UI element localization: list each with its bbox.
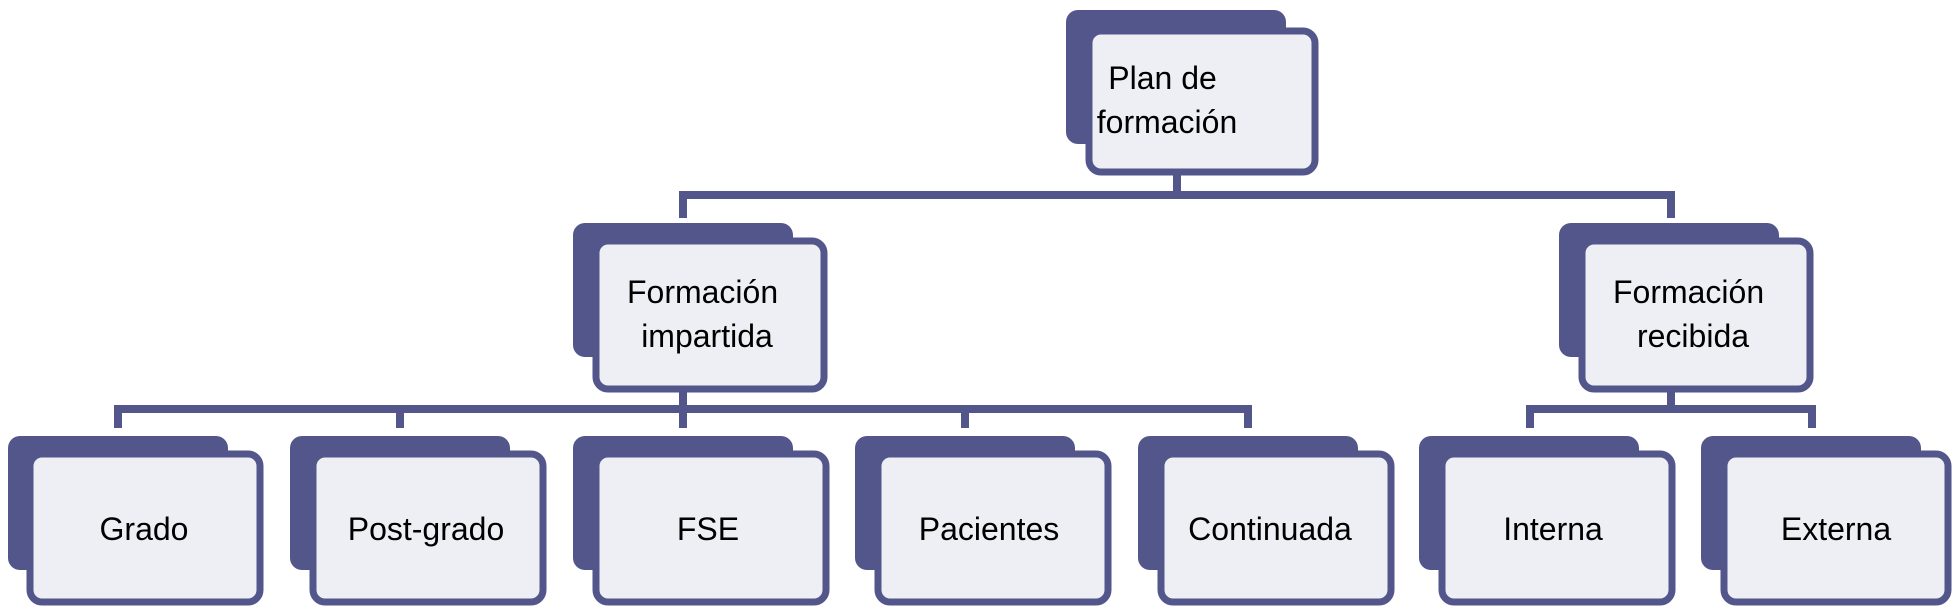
node-box: [26, 450, 264, 606]
node-box: [592, 450, 830, 606]
node-label: Externa: [1781, 511, 1891, 547]
node-label-line: Formación: [627, 274, 778, 310]
node-label: Continuada: [1188, 511, 1352, 547]
node-box: [874, 450, 1112, 606]
node-label: FSE: [677, 511, 739, 547]
node-externa: Externa: [1701, 436, 1952, 606]
node-box: [309, 450, 547, 606]
node-label: Interna: [1503, 511, 1603, 547]
node-plan-de-formacion: Plan de formación: [1066, 10, 1319, 176]
node-label: Pacientes: [919, 511, 1060, 547]
node-fse: FSE: [573, 436, 830, 606]
node-box: [1438, 450, 1676, 606]
node-label-line: recibida: [1637, 318, 1749, 354]
svg-text:Formación recibida: Formación recibida: [1613, 274, 1773, 354]
node-continuada: Continuada: [1138, 436, 1395, 606]
node-grado: Grado: [8, 436, 264, 606]
node-label-line: Formación: [1613, 274, 1764, 310]
node-label-line: impartida: [641, 318, 773, 354]
node-box: [592, 237, 828, 393]
node-label: Post-grado: [348, 511, 505, 547]
node-label-line: formación: [1097, 104, 1238, 140]
node-box: [1578, 237, 1814, 393]
node-pacientes: Pacientes: [855, 436, 1112, 606]
node-post-grado: Post-grado: [290, 436, 547, 606]
node-interna: Interna: [1419, 436, 1676, 606]
svg-text:Formación impartida: Formación impartida: [627, 274, 787, 354]
node-box: [1720, 450, 1952, 606]
node-formacion-recibida: Formación recibida: [1559, 223, 1814, 393]
node-box: [1085, 27, 1319, 176]
connectors: [114, 140, 1816, 428]
node-box: [1157, 450, 1395, 606]
node-formacion-impartida: Formación impartida: [573, 223, 828, 393]
svg-text:Plan de formación: Plan de formación: [1097, 60, 1238, 140]
node-label-line: Plan de: [1108, 60, 1217, 96]
node-label: Grado: [100, 511, 189, 547]
